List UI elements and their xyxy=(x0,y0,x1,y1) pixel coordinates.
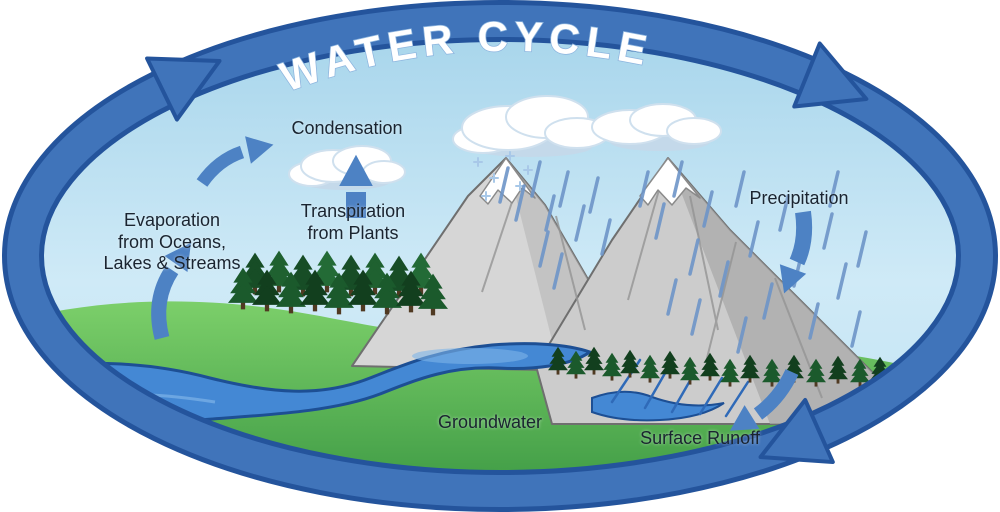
condensation-arrow xyxy=(196,130,277,187)
precipitation-label: Precipitation xyxy=(749,188,849,208)
process-arrows xyxy=(151,130,813,443)
runoff-streams xyxy=(610,358,750,418)
snow-caps xyxy=(479,157,701,206)
mountain-ridge-lines xyxy=(481,171,823,399)
condensation-label: Condensation xyxy=(291,118,403,138)
surface-runoff-label: Surface Runoff xyxy=(640,428,760,448)
snow-sparkles xyxy=(473,151,533,201)
transpiration-label: Transpiration from Plants xyxy=(300,201,406,243)
rain-cloud-right xyxy=(591,103,722,151)
precipitation-arrow xyxy=(770,210,813,299)
transpiration-arrow xyxy=(339,154,373,218)
groundwater-label: Groundwater xyxy=(437,412,543,432)
evaporation-label: Evaporation from Oceans, Lakes & Streams xyxy=(103,210,241,274)
runoff-water xyxy=(591,358,750,422)
evaporation-arrow xyxy=(151,234,203,340)
rain-streaks xyxy=(498,160,868,354)
rain-cloud-left xyxy=(452,95,610,157)
surface-runoff-arrow xyxy=(722,368,799,443)
mountains xyxy=(351,157,929,425)
